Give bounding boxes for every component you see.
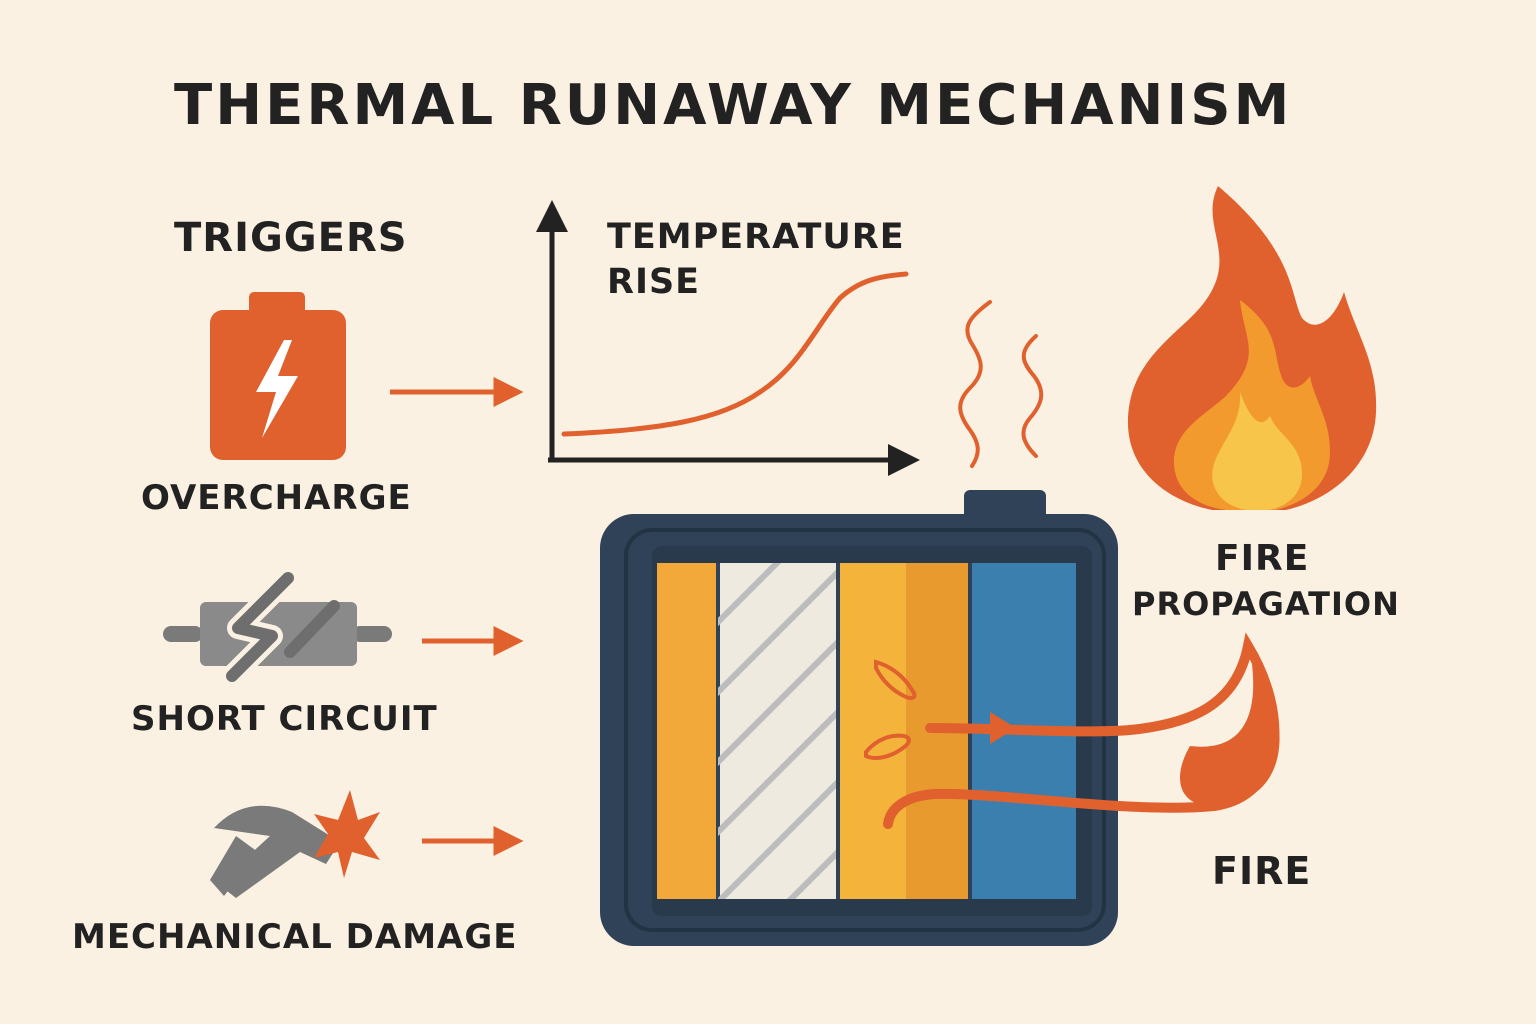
fire-propagation-label-line2: PROPAGATION <box>1132 585 1400 623</box>
hammer-impact-icon <box>210 790 380 898</box>
battery-cell <box>600 490 1118 946</box>
overcharge-label: OVERCHARGE <box>141 478 412 518</box>
broken-wire-icon <box>163 567 392 687</box>
propagation-arrows <box>883 632 1280 829</box>
cathode-layer <box>657 563 716 899</box>
heat-wisps <box>958 300 1044 468</box>
mechanical-damage-label: MECHANICAL DAMAGE <box>72 917 518 957</box>
fire-label: FIRE <box>1212 849 1312 893</box>
temperature-rise-line1: TEMPERATURE <box>607 217 905 257</box>
temperature-rise-label: TEMPERATURE RISE <box>607 215 905 305</box>
short-circuit-label: SHORT CIRCUIT <box>131 699 438 739</box>
temperature-rise-line2: RISE <box>607 261 701 302</box>
separator-layer <box>718 563 836 899</box>
triggers-heading: TRIGGERS <box>174 215 408 261</box>
temperature-curve <box>561 271 909 437</box>
flame-icon <box>1127 186 1377 510</box>
temperature-graph <box>536 200 920 476</box>
page-title: THERMAL RUNAWAY MECHANISM <box>174 73 1293 138</box>
fire-propagation-label-line1: FIRE <box>1215 538 1310 579</box>
battery-lightning-icon <box>210 292 346 460</box>
